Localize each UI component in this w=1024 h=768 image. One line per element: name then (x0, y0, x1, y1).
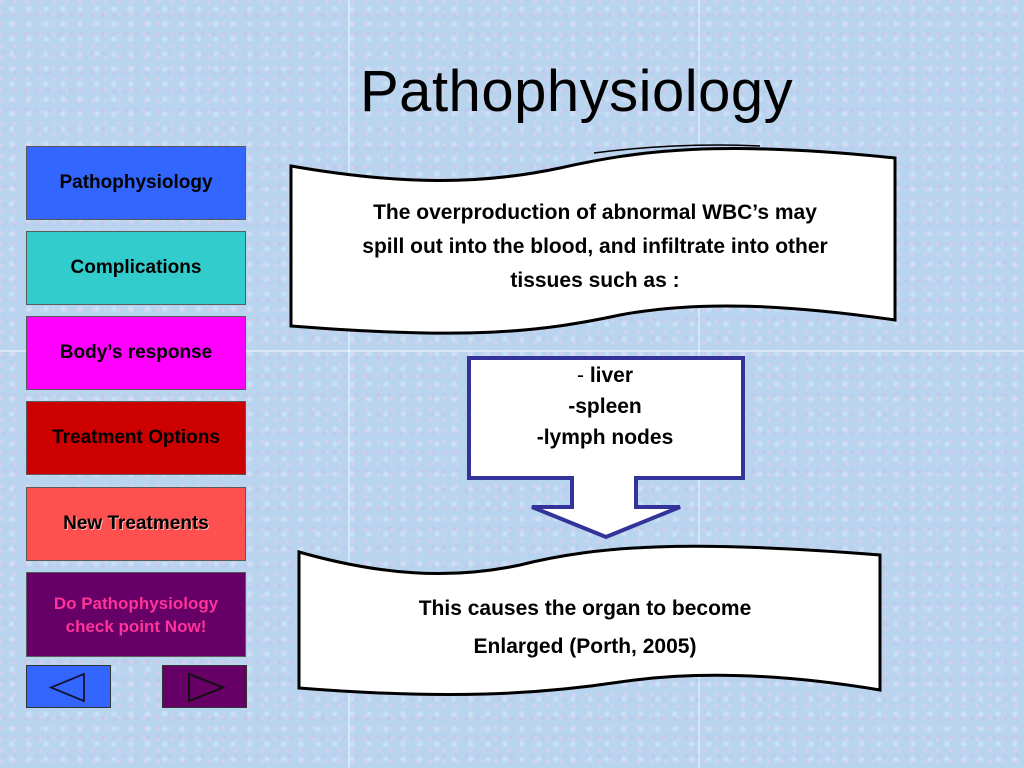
top-banner-line-1: The overproduction of abnormal WBC’s may (373, 201, 817, 224)
checkpoint-label: Do Pathophysiology check point Now! (54, 592, 218, 638)
next-slide-button[interactable] (162, 665, 247, 708)
top-banner-text: The overproduction of abnormal WBC’s may… (300, 196, 890, 298)
slide-title: Pathophysiology (360, 59, 794, 124)
top-banner-line-2: spill out into the blood, and infiltrate… (362, 235, 828, 258)
nav-bodys-response-button[interactable]: Body’s response (26, 316, 246, 390)
checkpoint-button[interactable]: Do Pathophysiology check point Now! (26, 572, 246, 657)
nav-complications-button[interactable]: Complications (26, 231, 246, 305)
bottom-banner-text: This causes the organ to become Enlarged… (320, 590, 850, 666)
left-triangle-icon (48, 672, 85, 703)
right-triangle-icon (188, 672, 226, 703)
nav-pathophysiology-button[interactable]: Pathophysiology (26, 146, 246, 220)
list-dash: - (576, 364, 584, 387)
nav-new-treatments-button[interactable]: New Treatments (26, 487, 246, 561)
nav-treatment-options-button[interactable]: Treatment Options (26, 401, 246, 475)
organ-list: - liver -spleen -lymph nodes (472, 360, 738, 453)
bottom-banner-line-2: Enlarged (Porth, 2005) (473, 635, 697, 658)
list-item-spleen: -spleen (568, 395, 642, 418)
bottom-banner-line-1: This causes the organ to become (418, 597, 752, 620)
list-item-lymph-nodes: -lymph nodes (536, 426, 674, 449)
bottom-banner-shape (297, 544, 882, 697)
list-callout-shape (467, 356, 745, 540)
top-banner-line-3: tissues such as : (510, 269, 680, 292)
checkpoint-line-1: Do Pathophysiology (53, 593, 219, 613)
top-banner-shape (289, 147, 897, 335)
list-item-liver: liver (589, 364, 634, 387)
checkpoint-line-2: check point Now! (65, 616, 207, 636)
previous-slide-button[interactable] (26, 665, 111, 708)
